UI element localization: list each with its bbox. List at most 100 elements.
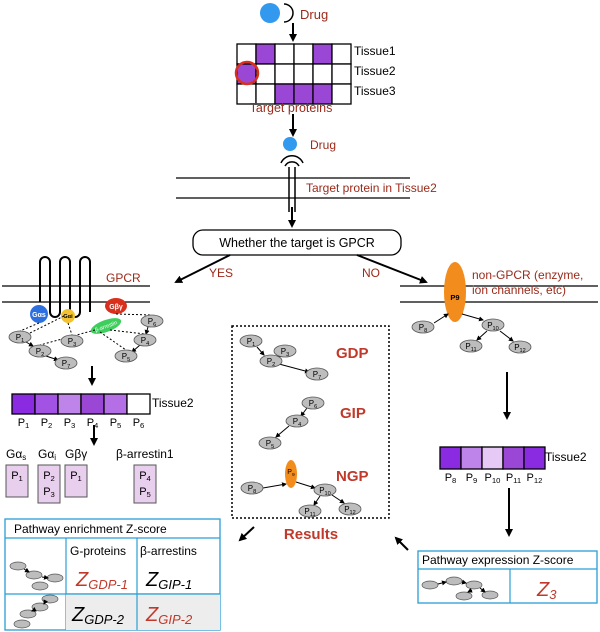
protein-node-p4: P4 bbox=[285, 414, 309, 428]
protein-node-p3: P3 bbox=[273, 344, 297, 358]
results-label: Results bbox=[284, 526, 338, 543]
protein-node-p10: P10 bbox=[481, 318, 505, 332]
mini-node bbox=[25, 570, 43, 580]
mini-node bbox=[31, 602, 49, 612]
ngp-label: NGP bbox=[336, 468, 369, 485]
protein-node-p10: P10 bbox=[313, 483, 337, 497]
matrix-cell bbox=[293, 43, 314, 65]
z-gdp2-value: ZGDP-2 bbox=[71, 604, 125, 627]
mini-node bbox=[465, 580, 483, 590]
svg-text:P8: P8 bbox=[419, 323, 427, 334]
svg-text:P10: P10 bbox=[487, 321, 499, 332]
group-item-p4: P4 bbox=[139, 470, 151, 483]
non-gpcr-label-2: ion channels, etc) bbox=[472, 283, 566, 297]
expression-cell-p9 bbox=[460, 446, 483, 470]
matrix-cell bbox=[293, 63, 314, 85]
protein-node-p6: P6 bbox=[140, 314, 164, 328]
g-protein-gai: Gαi bbox=[61, 309, 75, 323]
svg-text:P11: P11 bbox=[304, 507, 315, 518]
mini-node bbox=[41, 594, 59, 604]
table-mini-networks bbox=[9, 561, 64, 629]
z-gdp1-value: ZGDP-1 bbox=[75, 569, 128, 592]
expression-cell-p5 bbox=[103, 393, 128, 415]
svg-text:P1: P1 bbox=[16, 333, 24, 344]
expression-label-p5: P5 bbox=[110, 417, 122, 430]
tissue3-label: Tissue3 bbox=[354, 84, 396, 98]
svg-text:P5: P5 bbox=[266, 439, 274, 450]
mini-node bbox=[46, 573, 64, 583]
col-barrestins-header: β-arrestins bbox=[140, 544, 197, 558]
svg-text:P5: P5 bbox=[122, 352, 130, 363]
protein-node-p11: P11 bbox=[459, 339, 483, 353]
svg-text:P4: P4 bbox=[293, 417, 301, 428]
svg-text:P8: P8 bbox=[248, 484, 256, 495]
group-header-1: Gαi bbox=[38, 447, 56, 462]
mini-node bbox=[421, 580, 439, 590]
tissue1-label: Tissue1 bbox=[354, 44, 396, 58]
svg-text:P10: P10 bbox=[319, 486, 331, 497]
non-gpcr-target: P9 bbox=[444, 262, 466, 322]
tissue2-label: Tissue2 bbox=[354, 64, 396, 78]
expression-cell-p10 bbox=[481, 446, 504, 470]
matrix-cell bbox=[274, 63, 295, 85]
expression-cell-p3 bbox=[57, 393, 82, 415]
ngp-label-p9: P9 bbox=[287, 469, 295, 478]
z-gip2-value: ZGIP-2 bbox=[145, 604, 193, 627]
svg-text:P11: P11 bbox=[465, 342, 476, 353]
mini-node bbox=[13, 619, 31, 629]
expression-label-p3: P3 bbox=[64, 417, 76, 430]
protein-node-p5: P5 bbox=[258, 436, 282, 450]
z3-value: Z3 bbox=[536, 579, 557, 602]
expression-cell-p4 bbox=[80, 393, 105, 415]
expression-label-p8: P8 bbox=[445, 472, 457, 485]
protein-node-p6: P6 bbox=[301, 396, 325, 410]
protein-node-p11: P11 bbox=[298, 504, 322, 518]
group-item-p2: P2 bbox=[43, 470, 55, 483]
decision-label: Whether the target is GPCR bbox=[219, 236, 375, 250]
svg-text:P12: P12 bbox=[514, 343, 526, 354]
group-box-3 bbox=[133, 464, 157, 504]
svg-text:P7: P7 bbox=[313, 370, 321, 381]
matrix-cell bbox=[331, 63, 352, 85]
expression-cell-p11 bbox=[502, 446, 525, 470]
protein-node-p2: P2 bbox=[259, 354, 283, 368]
protein-node-p12: P12 bbox=[338, 502, 362, 516]
protein-node-p1: P1 bbox=[8, 330, 32, 344]
group-item-p1: P1 bbox=[11, 470, 23, 483]
svg-text:P4: P4 bbox=[141, 336, 149, 347]
svg-text:P9: P9 bbox=[450, 293, 459, 302]
expression-label-p1: P1 bbox=[18, 417, 30, 430]
protein-node-p3: P3 bbox=[60, 334, 84, 348]
drug-icon-2 bbox=[283, 137, 297, 151]
svg-text:P12: P12 bbox=[344, 505, 356, 516]
group-item-p5: P5 bbox=[139, 486, 151, 499]
svg-text:P3: P3 bbox=[281, 347, 289, 358]
beta-arrestin: β-arrestin bbox=[90, 318, 122, 334]
expression-label-p10: P10 bbox=[485, 472, 501, 485]
non-gpcr-label-1: non-GPCR (enzyme, bbox=[472, 268, 583, 282]
results-box bbox=[231, 325, 390, 519]
group-box-1 bbox=[37, 464, 61, 504]
decision-box bbox=[192, 229, 402, 256]
no-label: NO bbox=[362, 266, 380, 280]
protein-node-p2: P2 bbox=[28, 344, 52, 358]
selected-target-circle bbox=[234, 60, 260, 86]
group-item-p1: P1 bbox=[70, 470, 82, 483]
g-protein-gas: Gαs bbox=[30, 305, 48, 323]
svg-text:P6: P6 bbox=[309, 399, 317, 410]
expression-label-p12: P12 bbox=[527, 472, 543, 485]
receptor-icon bbox=[283, 3, 294, 23]
gdp-label: GDP bbox=[336, 345, 369, 362]
group-item-p3: P3 bbox=[43, 486, 55, 499]
protein-node-p4: P4 bbox=[133, 333, 157, 347]
svg-text:P3: P3 bbox=[68, 337, 76, 348]
svg-text:Gαs: Gαs bbox=[32, 312, 46, 319]
right-tissue-label: Tissue2 bbox=[545, 450, 587, 464]
svg-text:P2: P2 bbox=[36, 347, 44, 358]
enrichment-table-title: Pathway enrichment Z-score bbox=[14, 522, 167, 536]
svg-text:Gαi: Gαi bbox=[63, 314, 73, 320]
